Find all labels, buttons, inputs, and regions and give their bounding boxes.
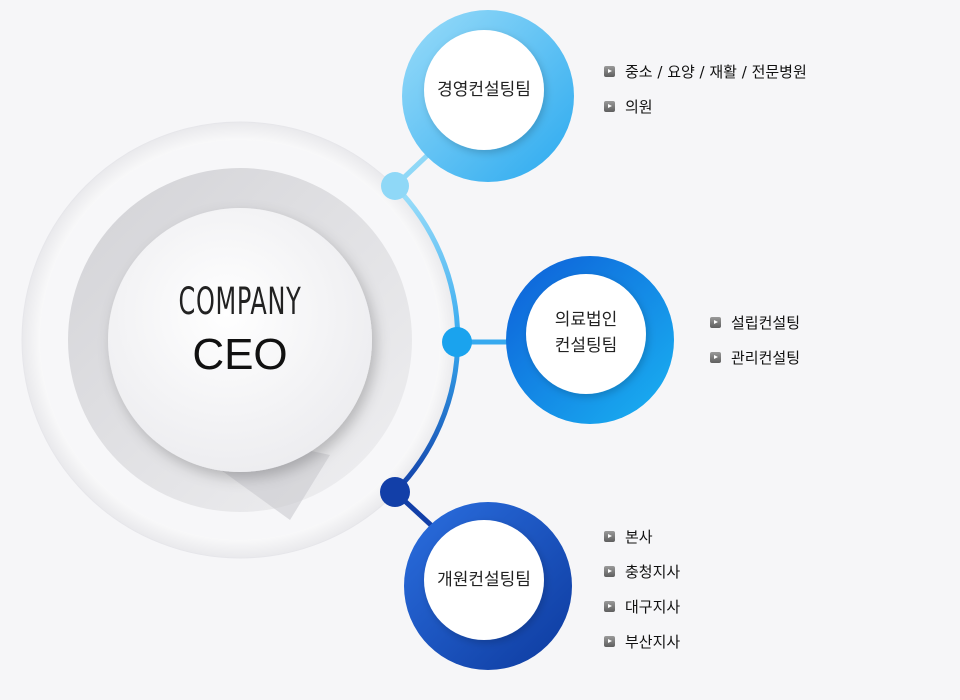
team2-name-line2: 컨설팅팀 xyxy=(554,336,618,356)
team1-name: 경영컨설팅팀 xyxy=(437,80,531,100)
bullet-arrow-icon xyxy=(604,101,615,112)
ceo-circle xyxy=(108,208,372,472)
team1-circle xyxy=(402,10,574,182)
bullet-arrow-icon xyxy=(604,531,615,542)
list-item: 설립컨설팅 xyxy=(710,305,800,340)
ceo-label: CEO xyxy=(192,330,288,379)
list-item: 의원 xyxy=(604,89,807,124)
list-item: 관리컨설팅 xyxy=(710,340,800,375)
bullet-arrow-icon xyxy=(604,636,615,647)
list-item-label: 본사 xyxy=(625,528,653,546)
team3-circle xyxy=(404,502,572,670)
node-dot-team2 xyxy=(442,327,472,357)
list-item: 본사 xyxy=(604,519,680,554)
list-item-label: 의원 xyxy=(625,98,653,116)
team2-name-line1: 의료법인 xyxy=(554,310,618,330)
team3-name: 개원컨설팅팀 xyxy=(437,570,531,590)
list-item: 부산지사 xyxy=(604,624,680,659)
team1-list: 중소 / 요양 / 재활 / 전문병원 의원 xyxy=(604,54,807,124)
bullet-arrow-icon xyxy=(604,566,615,577)
node-dot-team3 xyxy=(380,477,410,507)
bullet-arrow-icon xyxy=(710,317,721,328)
bullet-arrow-icon xyxy=(710,352,721,363)
team2-name: 의료법인 컨설팅팀 xyxy=(526,307,646,359)
list-item-label: 대구지사 xyxy=(625,598,681,616)
team2-circle xyxy=(506,256,674,424)
list-item: 중소 / 요양 / 재활 / 전문병원 xyxy=(604,54,807,89)
list-item-label: 관리컨설팅 xyxy=(731,349,801,367)
bullet-arrow-icon xyxy=(604,66,615,77)
list-item-label: 중소 / 요양 / 재활 / 전문병원 xyxy=(625,63,807,81)
list-item-label: 설립컨설팅 xyxy=(731,314,801,332)
team2-list: 설립컨설팅 관리컨설팅 xyxy=(710,305,800,375)
bullet-arrow-icon xyxy=(604,601,615,612)
list-item-label: 부산지사 xyxy=(625,633,681,651)
list-item: 대구지사 xyxy=(604,589,680,624)
list-item-label: 충청지사 xyxy=(625,563,681,581)
team3-list: 본사 충청지사 대구지사 부산지사 xyxy=(604,519,680,659)
company-label: COMPANY xyxy=(178,280,302,323)
node-dot-team1 xyxy=(381,172,409,200)
list-item: 충청지사 xyxy=(604,554,680,589)
